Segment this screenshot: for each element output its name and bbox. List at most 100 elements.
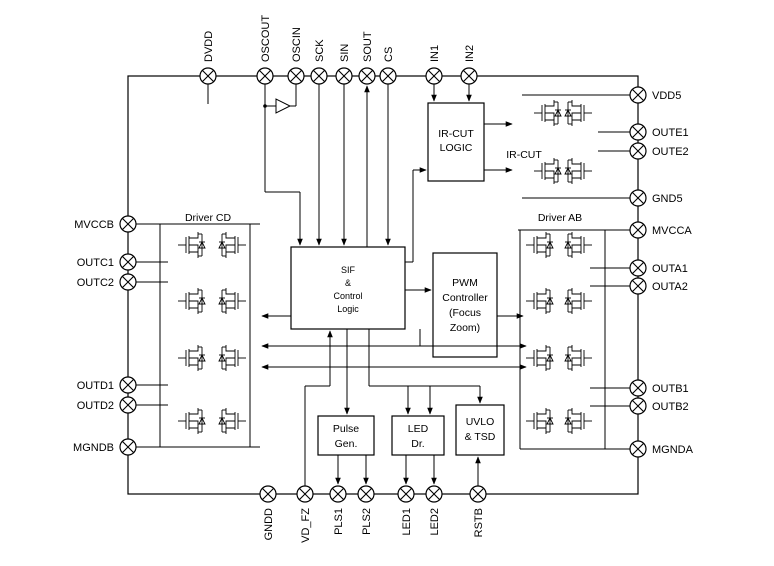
pin-oscin: OSCIN xyxy=(287,27,305,85)
mosfet-symbol xyxy=(218,345,246,371)
pin-outa1: OUTA1 xyxy=(629,259,688,277)
pin-label: OUTA1 xyxy=(652,263,688,275)
mosfet-symbol xyxy=(564,408,592,434)
led-driver-block: LED Dr. xyxy=(391,415,445,456)
driver-ab-label: Driver AB xyxy=(538,212,582,224)
transistor-arrays xyxy=(178,100,592,434)
pin-label: IN1 xyxy=(429,45,441,62)
pwm-line1: PWM xyxy=(452,277,478,289)
pin-label: MVCCB xyxy=(74,219,114,231)
mosfet-symbol xyxy=(534,100,562,126)
pwm-line2: Controller xyxy=(442,292,488,304)
sif-line2: & xyxy=(345,278,351,288)
pin-label: SCK xyxy=(314,39,326,62)
pulse-line2: Gen. xyxy=(335,438,358,450)
pin-label: LED1 xyxy=(401,508,413,536)
pulse-gen-block: Pulse Gen. xyxy=(317,415,375,456)
pin-label: SIN xyxy=(339,44,351,62)
pin-label: OUTD2 xyxy=(77,400,114,412)
uvlo-line2: & TSD xyxy=(465,431,496,443)
mosfet-symbol xyxy=(534,158,562,184)
mosfet-symbol xyxy=(526,408,554,434)
pin-vdd5: VDD5 xyxy=(629,86,681,104)
sif-control-logic-block: SIF & Control Logic xyxy=(290,246,406,330)
uvlo-tsd-block: UVLO & TSD xyxy=(455,404,505,456)
pin-label: OUTD1 xyxy=(77,380,114,392)
pwm-line3: (Focus xyxy=(449,307,481,319)
pin-mgndb: MGNDB xyxy=(73,438,137,456)
ircut-logic-block: IR-CUT LOGIC xyxy=(427,102,485,182)
pin-label: MGNDA xyxy=(652,444,694,456)
pin-led1: LED1 xyxy=(397,485,415,536)
pin-cs: CS xyxy=(379,47,397,85)
pin-label: DVDD xyxy=(203,31,215,62)
mosfet-symbol xyxy=(218,408,246,434)
mosfet-symbol xyxy=(564,232,592,258)
sif-line1: SIF xyxy=(341,265,356,275)
pin-outd2: OUTD2 xyxy=(77,396,137,414)
pulse-line1: Pulse xyxy=(333,423,359,435)
led-line2: Dr. xyxy=(411,438,424,450)
pin-label: MGNDB xyxy=(73,442,114,454)
pin-label: RSTB xyxy=(473,508,485,537)
pin-vd-fz: VD_FZ xyxy=(296,485,314,543)
mosfet-symbol xyxy=(564,158,592,184)
pin-label: OUTA2 xyxy=(652,281,688,293)
mosfet-symbol xyxy=(218,232,246,258)
mosfet-symbol xyxy=(526,345,554,371)
pin-rstb: RSTB xyxy=(469,485,487,537)
pin-label: CS xyxy=(383,47,395,62)
led-line1: LED xyxy=(408,423,429,435)
pin-label: VDD5 xyxy=(652,90,681,102)
pin-gnd5: GND5 xyxy=(629,189,683,207)
pin-label: PLS2 xyxy=(361,508,373,535)
mosfet-symbol xyxy=(218,288,246,314)
pin-in2: IN2 xyxy=(460,45,478,85)
pin-sck: SCK xyxy=(310,39,328,85)
pin-label: GND5 xyxy=(652,193,683,205)
mosfet-symbol xyxy=(564,345,592,371)
pin-sin: SIN xyxy=(335,44,353,85)
mosfet-symbol xyxy=(526,288,554,314)
mosfet-symbol xyxy=(178,288,206,314)
pin-label: SOUT xyxy=(362,31,374,62)
pin-label: OUTB1 xyxy=(652,383,689,395)
pwm-controller-block: PWM Controller (Focus Zoom) xyxy=(432,252,498,358)
sif-line3: Control xyxy=(333,291,362,301)
pin-outc2: OUTC2 xyxy=(77,273,137,291)
pin-label: VD_FZ xyxy=(300,508,312,543)
pin-label: OUTC1 xyxy=(77,257,114,269)
pin-outd1: OUTD1 xyxy=(77,376,137,394)
pin-pls1: PLS1 xyxy=(329,485,347,535)
mosfet-symbol xyxy=(564,100,592,126)
pin-outa2: OUTA2 xyxy=(629,277,688,295)
pin-oute1: OUTE1 xyxy=(629,123,689,141)
pin-label: OUTE1 xyxy=(652,127,689,139)
pin-oscout: OSCOUT xyxy=(256,15,274,85)
pin-label: OUTB2 xyxy=(652,401,689,413)
pin-in1: IN1 xyxy=(425,45,443,85)
ircut-logic-line2: LOGIC xyxy=(440,142,473,154)
pin-led2: LED2 xyxy=(425,485,443,536)
pin-mvcca: MVCCA xyxy=(629,221,692,239)
pin-mvccb: MVCCB xyxy=(74,215,137,233)
pin-label: OUTE2 xyxy=(652,146,689,158)
pin-label: PLS1 xyxy=(333,508,345,535)
ircut-logic-line1: IR-CUT xyxy=(438,128,474,140)
pin-label: OUTC2 xyxy=(77,277,114,289)
pin-label: LED2 xyxy=(429,508,441,536)
pwm-line4: Zoom) xyxy=(450,322,480,334)
pin-label: OSCOUT xyxy=(260,15,272,62)
pin-outb1: OUTB1 xyxy=(629,379,689,397)
pin-label: MVCCA xyxy=(652,225,692,237)
uvlo-line1: UVLO xyxy=(466,416,495,428)
pin-label: OSCIN xyxy=(291,27,303,62)
pin-sout: SOUT xyxy=(358,31,376,85)
pin-oute2: OUTE2 xyxy=(629,142,689,160)
mosfet-symbol xyxy=(178,408,206,434)
pin-label: IN2 xyxy=(464,45,476,62)
pin-gndd: GNDD xyxy=(259,485,277,540)
sif-line4: Logic xyxy=(337,304,359,314)
pin-label: GNDD xyxy=(263,508,275,540)
